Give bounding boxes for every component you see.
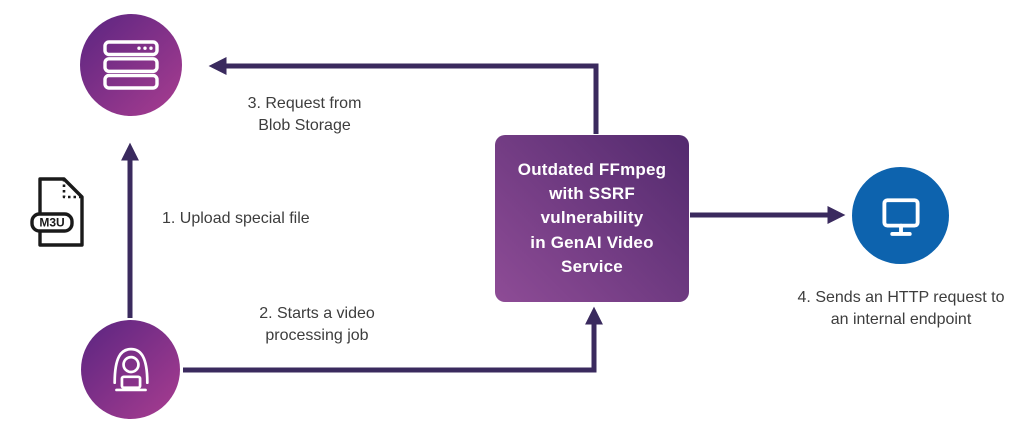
vulnerability-box: Outdated FFmpeg with SSRF vulnerability … (495, 135, 689, 302)
m3u-file-icon: M3U (30, 177, 84, 247)
blob-storage-node (80, 14, 182, 116)
step3-label: 3. Request from Blob Storage (247, 95, 362, 134)
monitor-icon (881, 197, 920, 236)
hacker-icon (112, 347, 149, 391)
vulnerability-box-label: Outdated FFmpeg with SSRF vulnerability … (517, 160, 667, 276)
attacker-node (81, 320, 180, 419)
internal-endpoint-node (852, 167, 949, 264)
step4-label: 4. Sends an HTTP request to an internal … (797, 289, 1005, 328)
step2-label: 2. Starts a video processing job (259, 305, 375, 344)
step1-label: 1. Upload special file (162, 210, 310, 227)
server-icon (103, 40, 159, 90)
file-type-badge (30, 212, 74, 233)
file-type-badge-label: M3U (39, 216, 64, 230)
